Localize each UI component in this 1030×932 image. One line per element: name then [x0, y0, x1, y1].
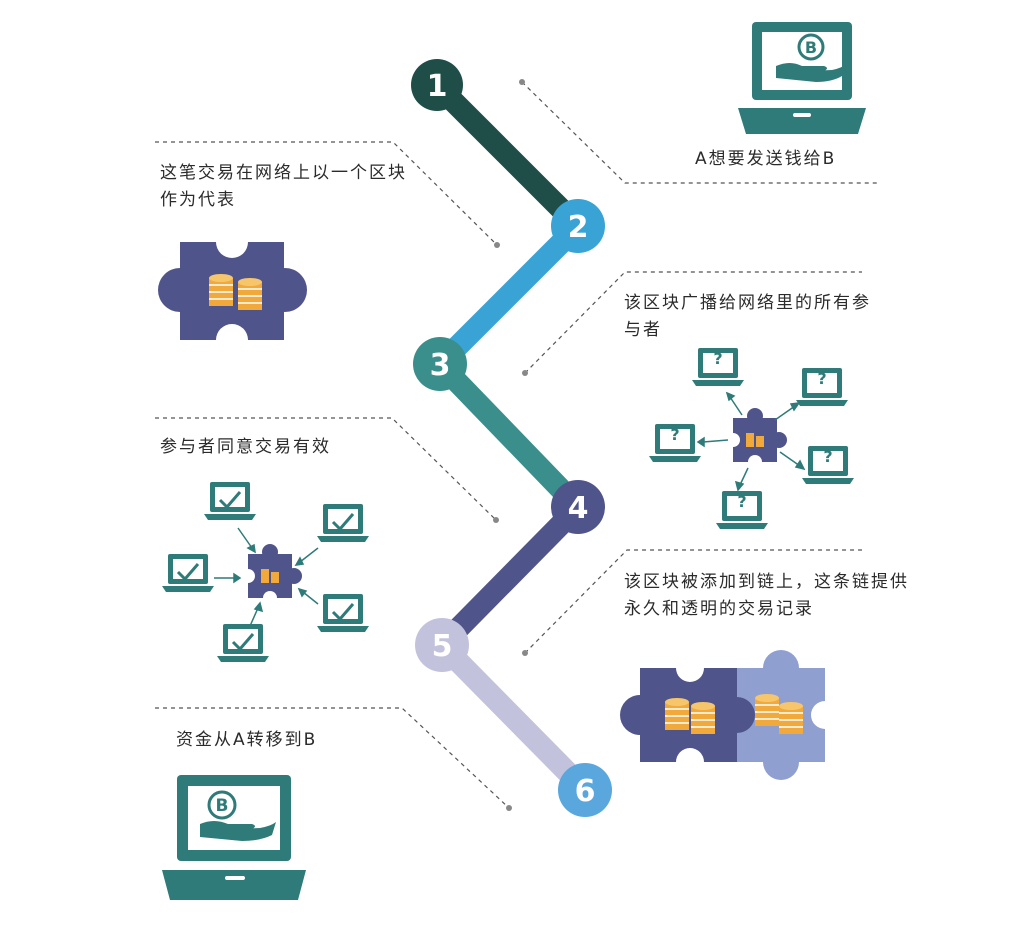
consensus-network-icon [162, 482, 369, 662]
connector-4-5 [434, 499, 586, 653]
step-1-number: 1 [427, 69, 448, 104]
laptop-coin-icon-top: B [738, 22, 866, 134]
step-4-text: 参与者同意交易有效 [160, 437, 331, 457]
puzzle-block-icon [158, 226, 307, 356]
consensus-arrows [214, 527, 319, 627]
svg-text:?: ? [713, 349, 722, 368]
step-6-text: 资金从A转移到B [176, 730, 318, 750]
step-4-badge: 4 [551, 480, 605, 534]
step-6-badge: 6 [558, 763, 612, 817]
laptop-check-3 [162, 554, 214, 592]
step-3-number: 3 [430, 348, 451, 383]
laptop-question-1: ? [692, 348, 744, 386]
connector-1-2 [429, 77, 586, 234]
callout-line-6 [155, 707, 510, 809]
step-3-text: 该区块广播给网络里的所有参与者 [624, 293, 871, 340]
broadcast-network-icon: ? ? ? ? ? [649, 348, 854, 529]
laptop-check-2 [317, 504, 369, 542]
bitcoin-symbol-bottom: B [216, 796, 229, 816]
step-4-number: 4 [568, 491, 589, 526]
step-5-text: 该区块被添加到链上，这条链提供永久和透明的交易记录 [624, 572, 909, 619]
laptop-question-4: ? [802, 446, 854, 484]
step-1-badge: 1 [411, 59, 463, 111]
callout-line-5 [524, 549, 862, 654]
laptop-coin-icon-bottom: B [162, 775, 306, 900]
laptop-check-4 [317, 594, 369, 632]
step-5-badge: 5 [415, 618, 469, 672]
connector-5-6 [434, 637, 593, 798]
step-1-text: A想要发送钱给B [695, 149, 837, 169]
laptop-question-2: ? [796, 368, 848, 406]
step-3-badge: 3 [413, 337, 467, 391]
svg-text:?: ? [670, 425, 679, 444]
step-2-number: 2 [568, 210, 589, 245]
broadcast-arrows [696, 391, 806, 492]
laptop-check-5 [217, 624, 269, 662]
connector-3-4 [432, 356, 586, 515]
callout-lines [155, 81, 880, 809]
bitcoin-symbol-top: B [805, 38, 817, 57]
process-path [429, 77, 593, 798]
callout-line-1 [521, 81, 880, 184]
laptop-check-1 [204, 482, 256, 520]
callout-dots [493, 79, 528, 811]
step-2-badge: 2 [551, 199, 605, 253]
svg-text:?: ? [737, 492, 746, 511]
connector-2-3 [432, 218, 586, 372]
svg-text:?: ? [823, 447, 832, 466]
chained-blocks-icon [620, 650, 839, 780]
step-2-text: 这笔交易在网络上以一个区块作为代表 [160, 163, 407, 210]
step-5-number: 5 [432, 629, 453, 664]
step-6-number: 6 [575, 774, 596, 809]
svg-text:?: ? [817, 369, 826, 388]
laptop-question-5: ? [716, 491, 768, 529]
laptop-question-3: ? [649, 424, 701, 462]
